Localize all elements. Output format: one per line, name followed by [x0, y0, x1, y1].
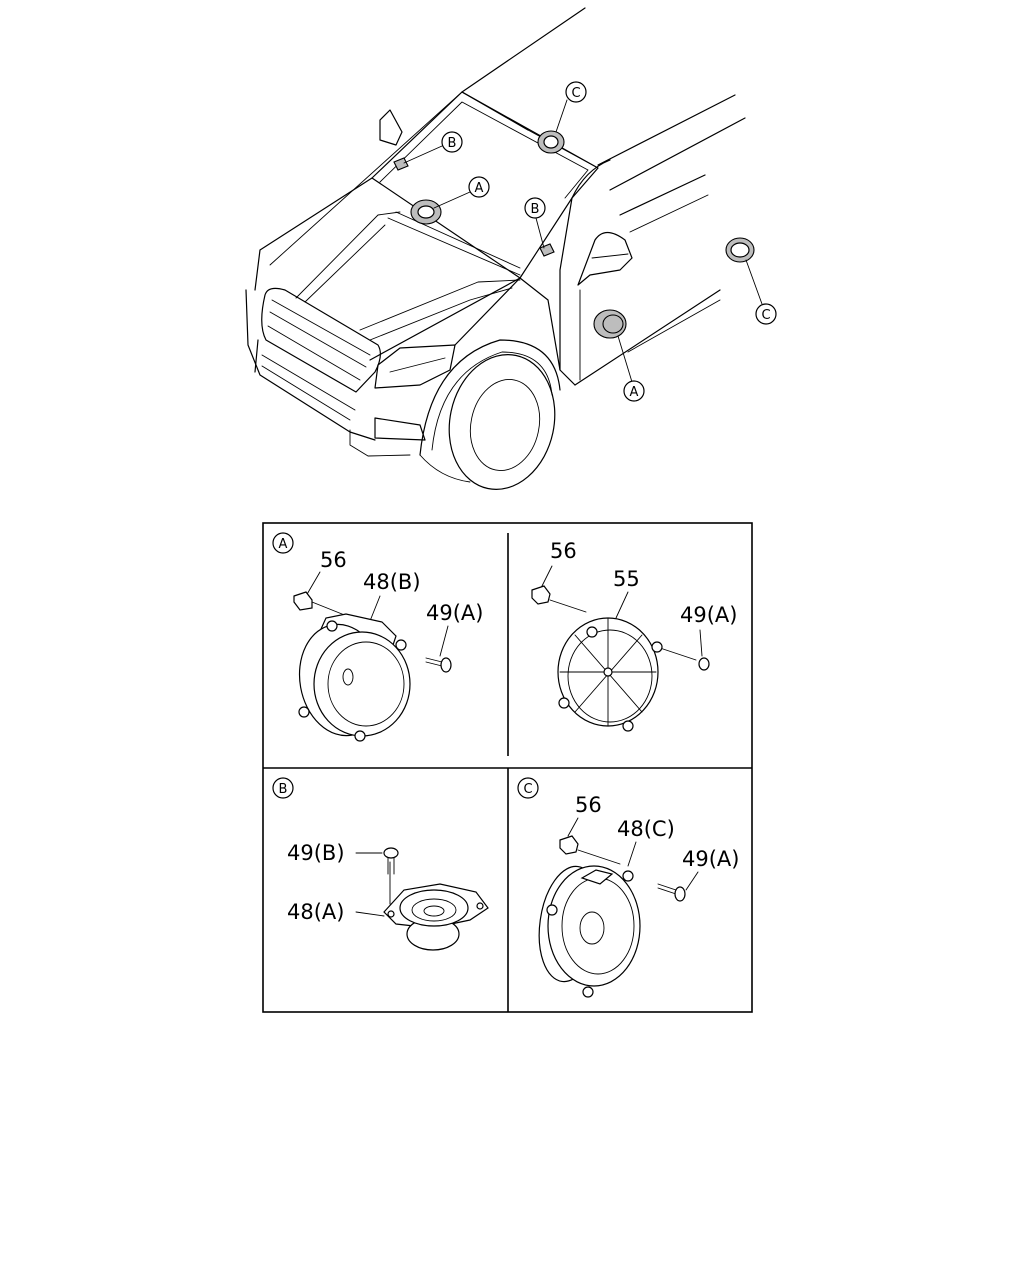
panel-b-label-48: 48(A) [287, 900, 344, 924]
callout-b-top-text: B [448, 136, 457, 151]
panel-a-label-48: 48(B) [363, 570, 421, 594]
callout-c-right: C [755, 303, 777, 325]
panel-c-label-48: 48(C) [617, 817, 675, 841]
panel-b: B 49(B) 48(A) [272, 777, 489, 951]
panel-a2-label-49: 49(A) [680, 603, 737, 627]
callout-a-top: A [468, 176, 490, 198]
callout-c-top: C [565, 81, 587, 103]
callout-c-top-text: C [571, 86, 580, 101]
callout-c-right-text: C [761, 308, 770, 323]
panel-a-label-49: 49(A) [426, 601, 483, 625]
callout-b-mid: B [524, 197, 546, 219]
panel-a2-label-55: 55 [613, 567, 640, 591]
callout-b-mid-text: B [531, 202, 540, 217]
vehicle-illustration [245, 7, 746, 490]
panel-a-label-56: 56 [320, 548, 347, 572]
callout-a-low: A [623, 380, 645, 402]
panel-b-label-49: 49(B) [287, 841, 345, 865]
speaker-48c [538, 865, 641, 998]
panel-b-letter: B [279, 782, 288, 797]
screw-49a-c [657, 883, 686, 902]
panel-a2: 56 55 49(A) [531, 539, 737, 732]
detail-grid [262, 522, 753, 1013]
callout-a-low-text: A [630, 385, 639, 400]
panel-c: C 56 48(C) 49(A) [517, 777, 739, 998]
panel-a-letter: A [279, 537, 288, 552]
panel-c-letter: C [523, 782, 532, 797]
callout-a-top-text: A [475, 181, 484, 196]
screw-49a-left [425, 657, 452, 673]
speaker-48b [298, 613, 411, 742]
callout-b-top: B [441, 131, 463, 153]
panel-a2-label-56: 56 [550, 539, 577, 563]
panel-a: A 56 48(B) 49(A) [272, 532, 483, 742]
panel-c-label-56: 56 [575, 793, 602, 817]
callout-leaders [403, 99, 763, 383]
cover-55 [557, 617, 663, 732]
vehicle-speaker-locations [393, 130, 755, 339]
speaker-48a [383, 883, 489, 951]
panel-c-label-49: 49(A) [682, 847, 739, 871]
